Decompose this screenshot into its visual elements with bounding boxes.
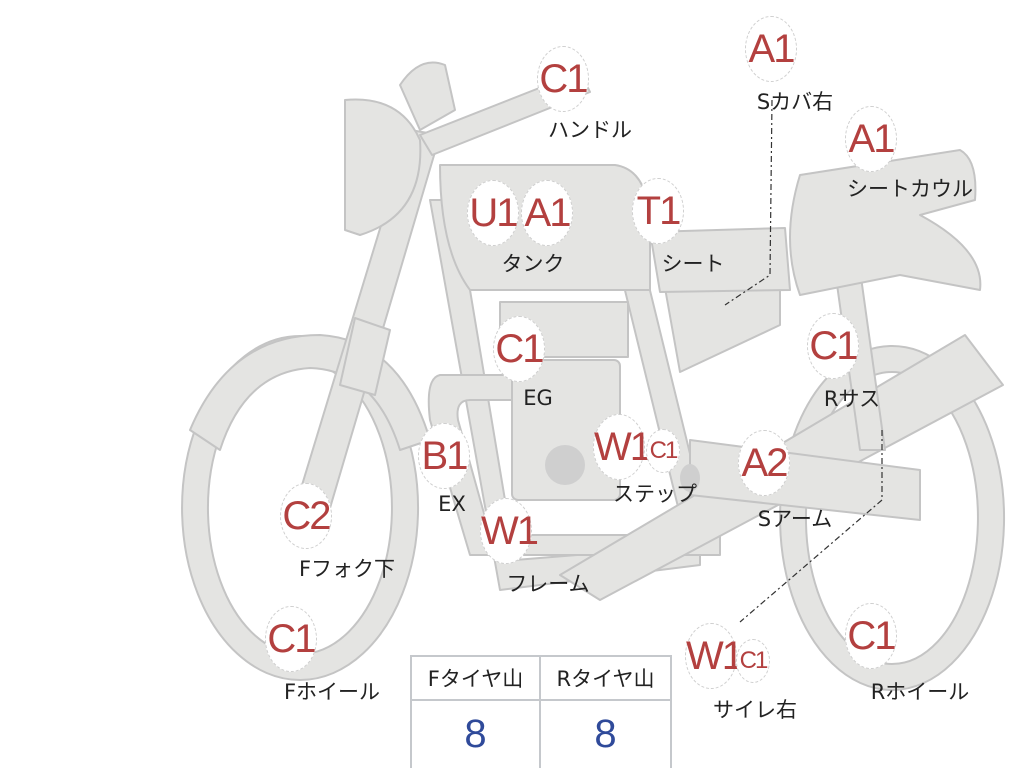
part-label: シートカウル xyxy=(847,177,973,201)
condition-code-badge: T1 xyxy=(632,178,684,244)
rear-tire-header: Rタイヤ山 xyxy=(541,657,670,701)
condition-code-badge: W1 xyxy=(480,498,539,564)
tire-tread-table: Fタイヤ山 Rタイヤ山 8 8 xyxy=(410,655,672,768)
condition-code-badge: U1 xyxy=(467,180,519,246)
part-label: Rサス xyxy=(823,387,881,411)
part-label: EX xyxy=(438,492,466,516)
part-label: Rホイール xyxy=(870,680,970,704)
part-label: フレーム xyxy=(506,572,590,596)
rear-tire-value: 8 xyxy=(594,712,617,756)
part-label: ハンドル xyxy=(548,118,632,142)
part-label: シート xyxy=(661,252,725,276)
side-cover xyxy=(664,287,781,373)
condition-code-badge: A1 xyxy=(745,16,797,82)
condition-code-badge: C1 xyxy=(845,603,897,669)
condition-code-badge: C1 xyxy=(265,606,317,672)
condition-code-badge: C1 xyxy=(807,313,859,379)
condition-code-badge-small: C1 xyxy=(646,429,680,473)
front-fender xyxy=(189,334,431,451)
leader-line-scover xyxy=(724,99,773,306)
condition-code-badge: A1 xyxy=(845,106,897,172)
front-tire-value: 8 xyxy=(412,701,541,768)
headlight xyxy=(344,98,422,236)
condition-code-badge: A1 xyxy=(521,180,573,246)
part-label: Sカバ右 xyxy=(756,90,834,114)
seat xyxy=(649,227,791,293)
seat-cowl xyxy=(789,149,982,296)
part-label: Fホイール xyxy=(283,680,381,704)
condition-code-badge-small: C1 xyxy=(736,639,770,683)
part-label: ステップ xyxy=(613,482,697,506)
part-label: Sアーム xyxy=(757,507,833,531)
condition-code-badge: C2 xyxy=(280,483,332,549)
condition-code-badge: B1 xyxy=(418,423,470,489)
condition-code-badge: W1 xyxy=(593,414,652,480)
leader-line-silencer xyxy=(739,430,883,623)
part-label: Fフォク下 xyxy=(298,557,396,581)
condition-code-badge: W1 xyxy=(685,623,744,689)
part-label: サイレ右 xyxy=(713,698,797,722)
condition-code-badge: C1 xyxy=(537,46,589,112)
part-label: EG xyxy=(523,386,553,410)
front-tire-header: Fタイヤ山 xyxy=(412,657,541,701)
condition-code-badge: A2 xyxy=(738,430,790,496)
condition-code-badge: C1 xyxy=(493,316,545,382)
part-label: タンク xyxy=(501,252,565,276)
